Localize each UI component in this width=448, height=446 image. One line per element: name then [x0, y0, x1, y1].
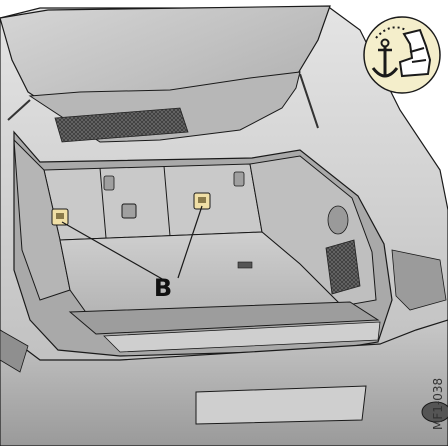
seat-latch-center — [122, 204, 136, 218]
license-plate-recess — [196, 386, 366, 424]
rear-seat-back — [44, 164, 262, 240]
side-light — [328, 206, 348, 234]
callout-label: B — [154, 274, 172, 302]
side-net-pocket — [326, 240, 360, 294]
isofix-anchor-left — [52, 209, 68, 225]
figure-code: MF1-038 — [431, 378, 445, 430]
floor-tie-down — [238, 262, 252, 268]
child-seat-anchor-icon — [364, 17, 440, 93]
